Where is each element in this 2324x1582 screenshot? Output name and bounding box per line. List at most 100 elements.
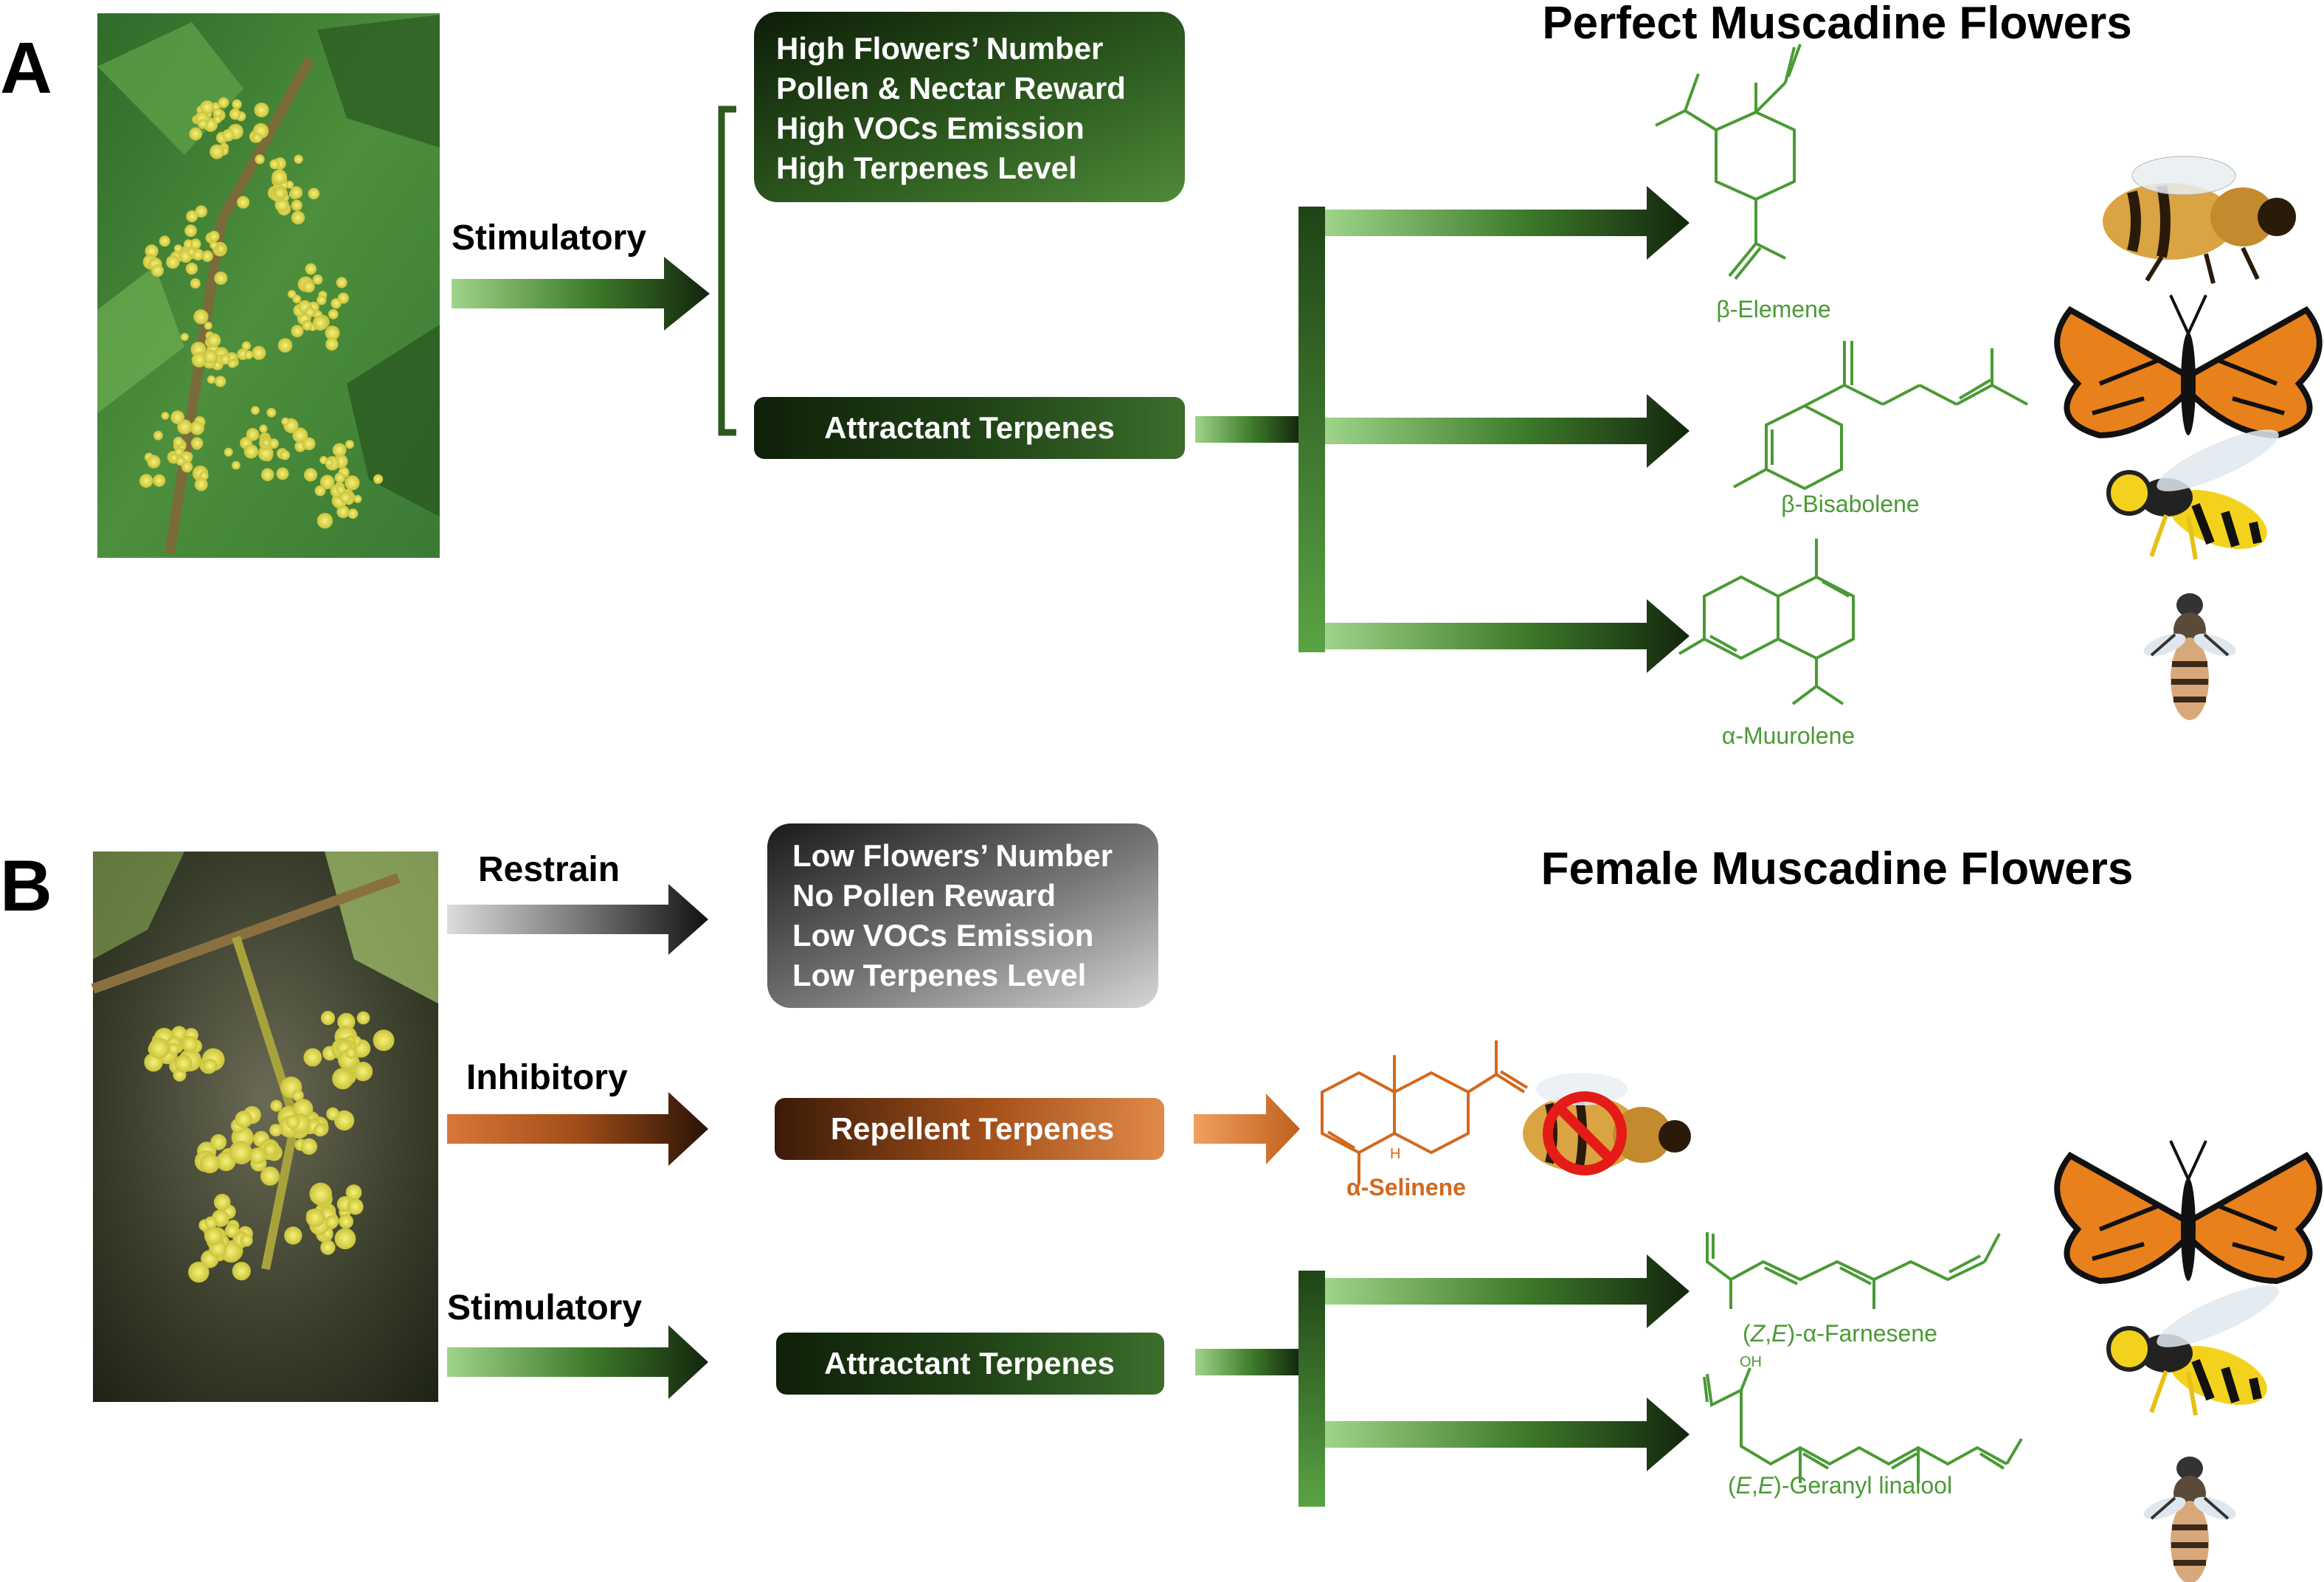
floret (287, 290, 297, 299)
floret (207, 333, 221, 348)
floret (229, 108, 241, 120)
floret (353, 1061, 373, 1082)
floret (347, 508, 359, 519)
floret (347, 1198, 364, 1215)
floret (303, 1048, 322, 1067)
floret (312, 274, 323, 285)
floret (273, 187, 286, 200)
floret (173, 437, 184, 447)
floret (204, 1216, 218, 1229)
floret (235, 1110, 252, 1128)
compound-a-1: β-Elemene (1716, 296, 1830, 322)
floret (145, 244, 159, 258)
branch-arrow-a-3 (1325, 599, 1690, 673)
floret (314, 1124, 327, 1137)
panel-a-letter: A (0, 27, 52, 108)
panel-b-letter: B (0, 845, 52, 926)
floret (222, 128, 235, 142)
stimulatory-arrow-a (452, 257, 710, 331)
connector-a (1195, 416, 1300, 443)
floret (331, 298, 342, 309)
floret (303, 468, 318, 482)
floret (237, 196, 250, 209)
trunk-a (1298, 207, 1325, 652)
floret (189, 127, 203, 141)
floret (325, 325, 340, 341)
wasp-icon-b (2106, 1285, 2279, 1416)
floret (186, 210, 198, 223)
floret (304, 306, 316, 318)
floret (203, 349, 218, 364)
attractant-label-a: Attractant Terpenes (824, 410, 1115, 445)
floret (345, 440, 354, 449)
floret (325, 458, 333, 467)
floret (260, 468, 274, 482)
floret (336, 505, 350, 519)
floret (337, 1012, 356, 1031)
floret (290, 186, 303, 199)
floret (241, 341, 252, 350)
floret (220, 353, 231, 365)
compound-b-2: (E,E)-Geranyl linalool (1728, 1472, 1952, 1499)
floret (159, 235, 170, 247)
floret (312, 315, 328, 331)
floret (262, 438, 271, 447)
floret (151, 264, 164, 277)
floret (167, 1043, 180, 1055)
stimulatory-label-a: Stimulatory (452, 218, 646, 258)
beta-elemene-structure (1655, 44, 1802, 280)
floret (284, 1226, 302, 1245)
floret (212, 108, 223, 118)
floret (294, 154, 303, 164)
trait-a-2: Pollen & Nectar Reward (776, 71, 1126, 106)
alpha-selinene-structure (1321, 1040, 1529, 1184)
floret (185, 262, 198, 275)
attractant-label-b: Attractant Terpenes (824, 1346, 1115, 1381)
floret (187, 247, 196, 257)
restrain-arrow (447, 884, 708, 955)
floret (200, 100, 215, 114)
floret (345, 475, 360, 491)
floret (291, 199, 302, 211)
branch-arrow-b-1 (1325, 1254, 1690, 1328)
connector-b (1195, 1349, 1300, 1375)
floret (356, 1011, 370, 1025)
floret (281, 417, 290, 426)
floret (174, 1054, 193, 1073)
floret (269, 159, 280, 170)
floret (319, 474, 335, 490)
floret (216, 244, 226, 254)
floret (339, 491, 352, 504)
floret (139, 474, 153, 488)
restrain-label: Restrain (478, 850, 620, 889)
floret (232, 99, 242, 109)
floret (277, 338, 293, 353)
floret (147, 455, 161, 469)
floret (328, 308, 339, 319)
floret (373, 474, 384, 484)
traits-box-b: Low Flowers’ Number No Pollen Reward Low… (767, 823, 1158, 1008)
oh-label: OH (1740, 1354, 1762, 1370)
monarch-butterfly-icon-a (2054, 294, 2323, 439)
repellent-arrow (1194, 1094, 1300, 1164)
floret (251, 406, 260, 415)
floret (276, 467, 289, 480)
stimulatory-label-b: Stimulatory (447, 1288, 642, 1327)
farnesene-structure (1706, 1232, 2001, 1309)
trait-b-1: Low Flowers’ Number (792, 838, 1113, 873)
floret (215, 376, 226, 387)
floret (291, 210, 305, 225)
branch-arrow-b-2 (1325, 1398, 1690, 1471)
panel-b-title: Female Muscadine Flowers (1541, 843, 2134, 894)
floret (252, 345, 266, 360)
floret (170, 410, 184, 424)
floret (153, 474, 166, 487)
bumblebee-icon (2103, 156, 2296, 284)
floret (317, 295, 327, 305)
floret (203, 1058, 218, 1074)
panel-a-title: Perfect Muscadine Flowers (1542, 0, 2131, 49)
floret (246, 428, 260, 441)
floret (232, 460, 241, 470)
floret (201, 250, 213, 262)
repellent-compound: α-Selinene (1346, 1174, 1466, 1201)
